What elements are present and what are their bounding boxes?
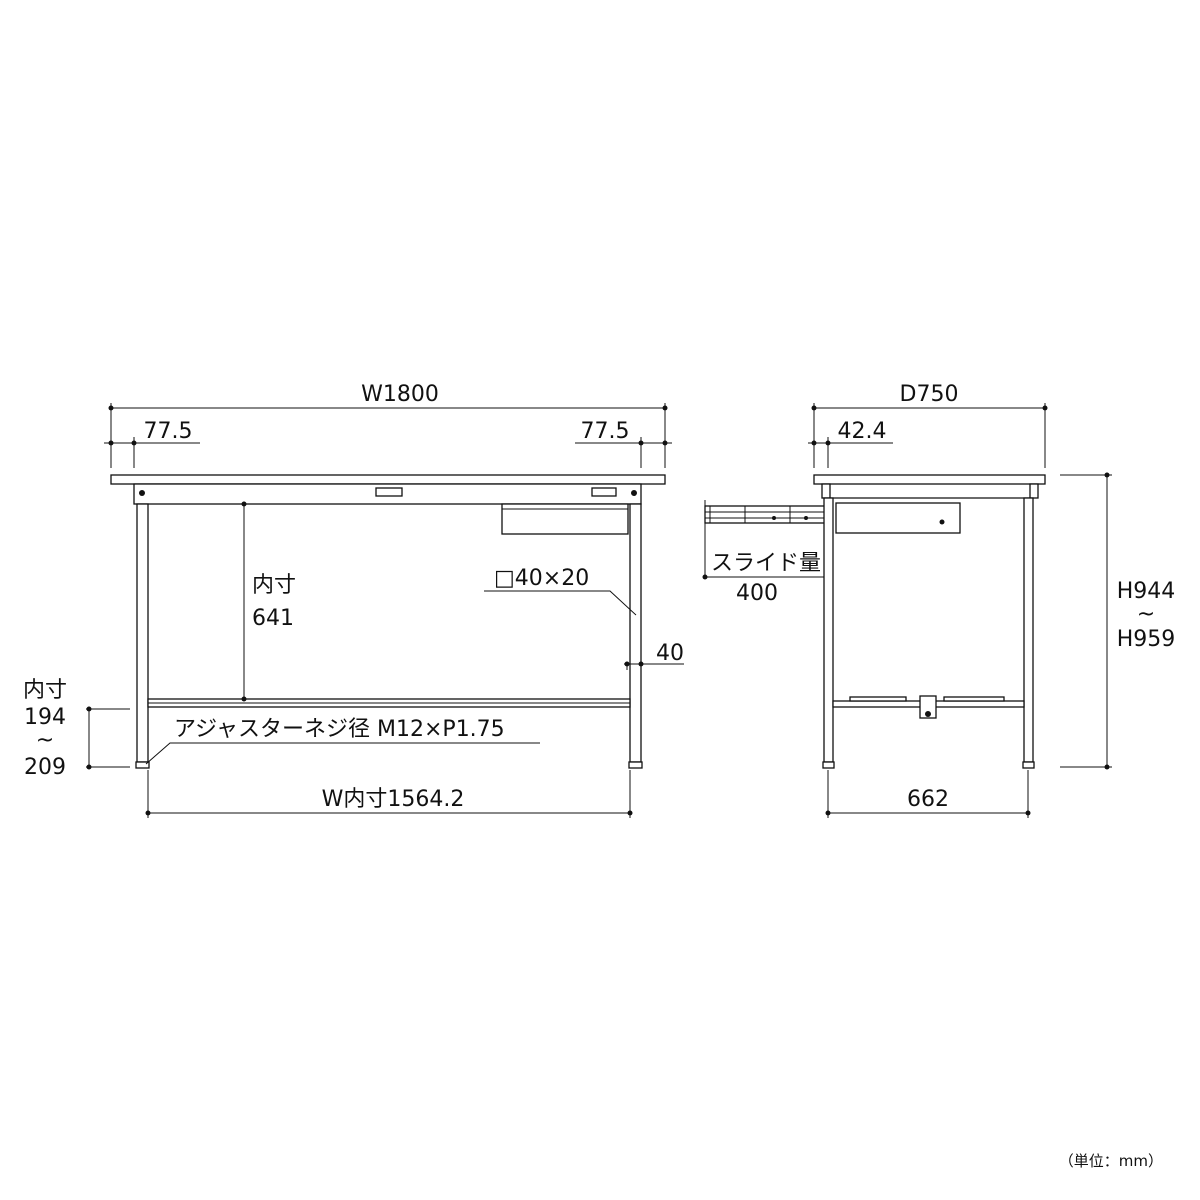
front-badge-2 (591, 487, 617, 497)
slide-value: 400 (736, 581, 778, 606)
unit-note: （単位：mm） (1059, 1152, 1163, 1170)
depth-total-label: D750 (900, 382, 959, 407)
lower-inner-tilde: ~ (36, 728, 54, 753)
front-adjuster-right (628, 761, 643, 769)
dim-offset-left: 77.5 (104, 419, 200, 468)
height-max-label: H959 (1117, 627, 1176, 652)
side-foot-bar-left (849, 696, 907, 702)
dim-depth-total: D750 (811, 382, 1048, 468)
side-center-bracket (919, 695, 937, 719)
side-adjuster-front (822, 761, 835, 769)
side-bracket-left (821, 483, 831, 499)
dim-width-total: W1800 (108, 382, 668, 468)
side-bracket-right (1029, 483, 1039, 499)
dim-leg-span: 662 (825, 770, 1031, 818)
slide-rail (704, 505, 829, 524)
lower-inner-min: 194 (24, 705, 66, 730)
lower-inner-max: 209 (24, 755, 66, 780)
dim-lower-inner: 内寸 194 ~ 209 (23, 678, 130, 780)
height-tilde: ~ (1137, 602, 1155, 627)
pipe-size-label: □40×20 (494, 566, 589, 591)
inner-width-label: W内寸1564.2 (322, 787, 465, 812)
front-view: W1800 77.5 77.5 (23, 382, 684, 818)
dim-inner-width: W内寸1564.2 (145, 770, 633, 818)
dim-rail-height: 40 (624, 641, 684, 670)
side-tabletop (813, 474, 1046, 485)
side-view: D750 42.4 (702, 382, 1176, 818)
front-leg-right (629, 503, 642, 763)
adjuster-label: アジャスターネジ径 M12×P1.75 (174, 717, 505, 742)
front-leg-left (136, 503, 149, 763)
leader-adjuster: アジャスターネジ径 M12×P1.75 (145, 717, 540, 765)
side-foot-bar-right (943, 696, 1005, 702)
dim-slide: スライド量 400 (702, 500, 831, 606)
rail-height-label: 40 (656, 641, 684, 666)
dim-side-offset: 42.4 (808, 419, 893, 468)
dim-offset-right: 77.5 (575, 419, 672, 468)
leader-pipe-size: □40×20 (484, 566, 637, 616)
side-leg-back (1023, 497, 1034, 763)
inner-height-label: 内寸 (252, 573, 296, 598)
offset-left-label: 77.5 (144, 419, 193, 444)
lower-inner-label: 内寸 (23, 678, 67, 703)
front-badge-1 (375, 487, 403, 497)
inner-height-value: 641 (252, 606, 294, 631)
side-adjuster-back (1022, 761, 1035, 769)
side-offset-label: 42.4 (838, 419, 887, 444)
dim-inner-height: 内寸 641 (241, 501, 296, 702)
height-min-label: H944 (1117, 579, 1176, 604)
offset-right-label: 77.5 (581, 419, 630, 444)
slide-label: スライド量 (711, 551, 821, 576)
side-leg-front (823, 497, 834, 763)
dim-height: H944 ~ H959 (1060, 472, 1176, 770)
width-total-label: W1800 (361, 382, 439, 407)
leg-span-label: 662 (907, 787, 949, 812)
front-adjuster-left (135, 761, 150, 769)
front-tabletop (110, 474, 666, 485)
side-drawer (835, 502, 961, 534)
